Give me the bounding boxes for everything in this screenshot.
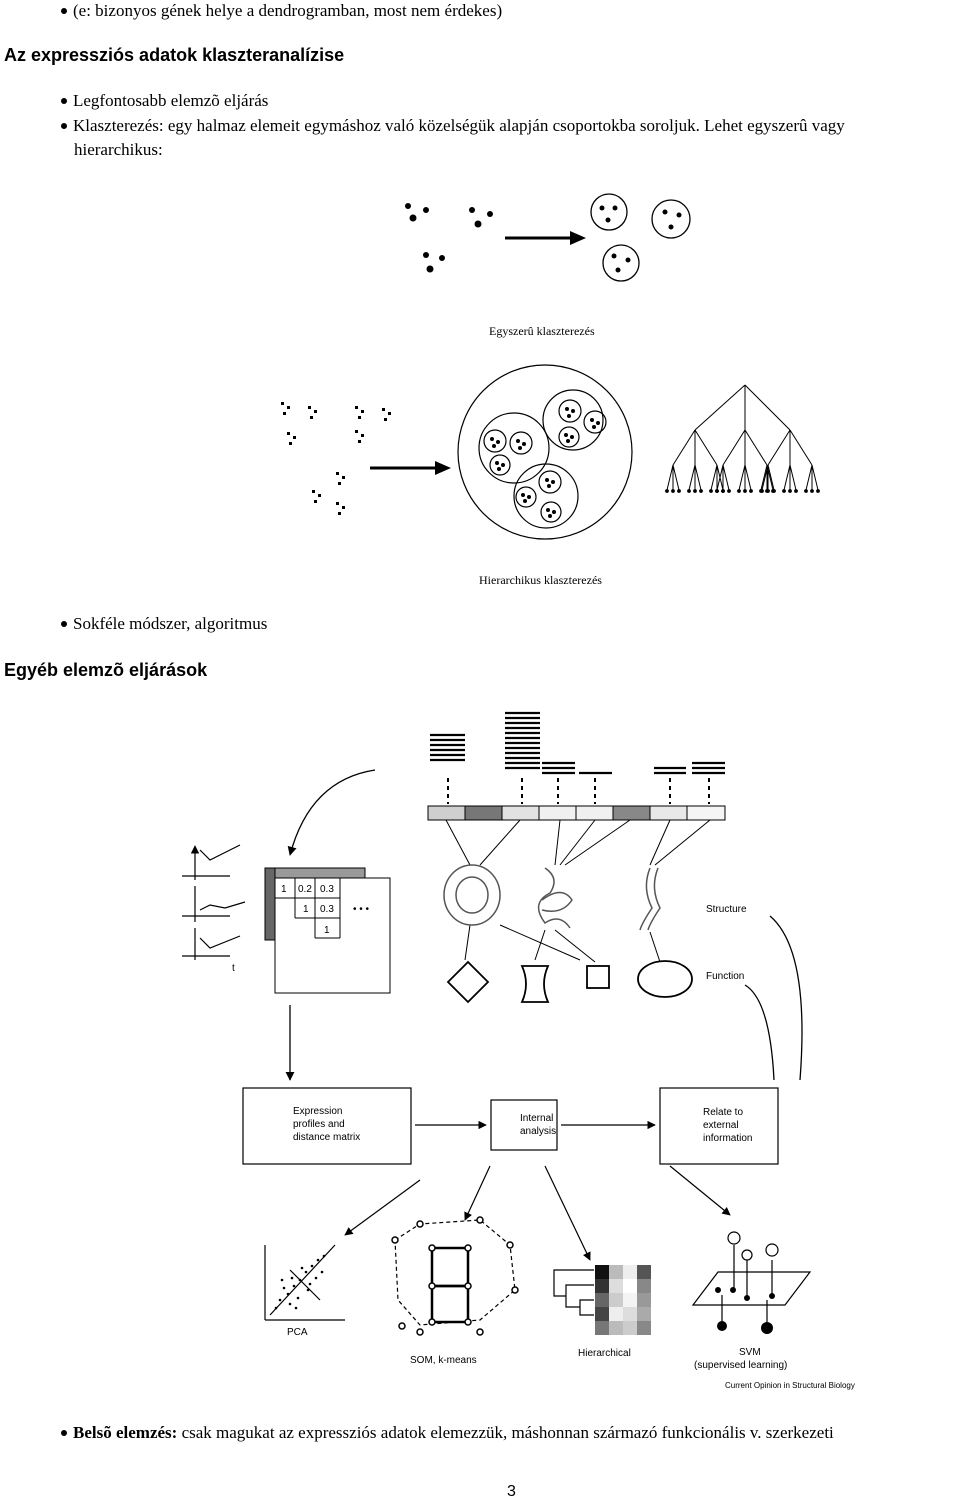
matrix-cell-1: 1 (281, 884, 287, 895)
dendrogram-note-text: (e: bizonyos gének helye a dendrogramban… (73, 1, 503, 20)
bullet-internal-analysis-text: csak magukat az expressziós adatok eleme… (177, 1423, 834, 1442)
dendrogram-leaf (677, 489, 681, 493)
heatmap-cell (623, 1321, 637, 1335)
heatmap-cell (595, 1265, 609, 1279)
bullet-dot-icon (61, 7, 67, 14)
dendrogram-leaf (699, 489, 703, 493)
dendrogram-leaf (816, 489, 820, 493)
box3-line1: Relate to (703, 1107, 743, 1118)
figure-credit: Current Opinion in Structural Biology (725, 1381, 855, 1390)
page-number: 3 (507, 1483, 516, 1500)
dendrogram-leaf (687, 489, 691, 493)
dendrogram-leaf (671, 489, 675, 493)
heatmap-cell (623, 1265, 637, 1279)
dendrogram-leaf (715, 489, 719, 493)
bullet-many-methods-text: Sokféle módszer, algoritmus (73, 614, 268, 633)
dendrogram-leaf (804, 489, 808, 493)
dendrogram-note-bullet: (e: bizonyos gének helye a dendrogramban… (60, 0, 502, 22)
svm-label-line1: SVM (739, 1347, 761, 1358)
heatmap-cell (609, 1265, 623, 1279)
dendrogram-leaf (693, 489, 697, 493)
heatmap-cell (609, 1321, 623, 1335)
matrix-ellipsis: • • • (353, 904, 370, 915)
bullet-dot-icon (61, 620, 67, 627)
dendrogram-leaf (709, 489, 713, 493)
bullet-dot-icon (61, 122, 67, 129)
heatmap-cell (637, 1279, 651, 1293)
heatmap-cell (595, 1307, 609, 1321)
box1-line2: profiles and (293, 1119, 345, 1130)
heatmap-cell (595, 1293, 609, 1307)
heatmap-cell (595, 1279, 609, 1293)
dendrogram-leaf (760, 489, 764, 493)
dendrogram-leaf (743, 489, 747, 493)
heatmap-cell (623, 1307, 637, 1321)
dendrogram-leaf (788, 489, 792, 493)
box3-line2: external (703, 1120, 739, 1131)
bullet-internal-analysis: Belsõ elemzés: csak magukat az expresszi… (60, 1422, 834, 1444)
dendrogram-leaf (737, 489, 741, 493)
box2-line1: Internal (520, 1113, 553, 1124)
box3-line3: information (703, 1133, 752, 1144)
bullet-dot-icon (61, 97, 67, 104)
som-label: SOM, k-means (410, 1355, 477, 1366)
heatmap-cell (623, 1293, 637, 1307)
bullet-clustering-definition: Klaszterezés: egy halmaz elemeit egymásh… (60, 115, 845, 137)
section-title-clustering: Az expressziós adatok klaszteranalízise (4, 45, 345, 65)
caption-simple-clustering: Egyszerû klaszterezés (489, 324, 595, 338)
hierarchical-label: Hierarchical (578, 1348, 631, 1359)
bullet-main-method: Legfontosabb elemzõ eljárás (60, 90, 268, 112)
analysis-workflow-figure: Structure Function t 1 0.2 0.3 1 0.3 1 •… (182, 711, 855, 1390)
heatmap-cell (623, 1279, 637, 1293)
caption-hierarchical-clustering: Hierarchikus klaszterezés (479, 573, 602, 587)
time-axis-label: t (232, 963, 235, 974)
dendrogram-leaf (810, 489, 814, 493)
bullet-clustering-definition-cont: hierarchikus: (74, 140, 163, 159)
matrix-cell-2: 0.2 (298, 884, 312, 895)
bullet-clustering-definition-text: Klaszterezés: egy halmaz elemeit egymásh… (73, 116, 845, 135)
bullet-dot-icon (61, 1429, 67, 1436)
box1-line3: distance matrix (293, 1132, 360, 1143)
svm-label-line2: (supervised learning) (694, 1360, 787, 1371)
function-label: Function (706, 971, 744, 982)
bullet-internal-analysis-bold: Belsõ elemzés: (73, 1423, 178, 1442)
simple-clustering-figure (405, 193, 691, 282)
heatmap-cell (637, 1265, 651, 1279)
matrix-cell-3: 0.3 (320, 884, 334, 895)
heatmap-cell (637, 1321, 651, 1335)
dendrogram-leaf (794, 489, 798, 493)
box1-line1: Expression (293, 1106, 342, 1117)
section-title-other-methods: Egyéb elemzõ eljárások (4, 660, 208, 680)
pca-label: PCA (287, 1327, 308, 1338)
dendrogram-leaf (665, 489, 669, 493)
dendrogram-leaf (782, 489, 786, 493)
matrix-cell-6: 1 (324, 925, 330, 936)
heatmap-cell (637, 1307, 651, 1321)
dendrogram-leaf (721, 489, 725, 493)
heatmap-cell (609, 1279, 623, 1293)
heatmap-cell (609, 1307, 623, 1321)
dendrogram-leaf (766, 489, 770, 493)
heatmap-cell (637, 1293, 651, 1307)
bullet-main-method-text: Legfontosabb elemzõ eljárás (73, 91, 269, 110)
structure-label: Structure (706, 904, 747, 915)
dendrogram-leaf (772, 489, 776, 493)
heatmap-cell (595, 1321, 609, 1335)
bullet-many-methods: Sokféle módszer, algoritmus (60, 613, 267, 635)
matrix-cell-5: 0.3 (320, 904, 334, 915)
dendrogram-leaf (727, 489, 731, 493)
matrix-cell-4: 1 (303, 904, 309, 915)
hierarchical-clustering-figure (281, 364, 820, 540)
box2-line2: analysis (520, 1126, 556, 1137)
dendrogram-leaf (749, 489, 753, 493)
heatmap-cell (609, 1293, 623, 1307)
